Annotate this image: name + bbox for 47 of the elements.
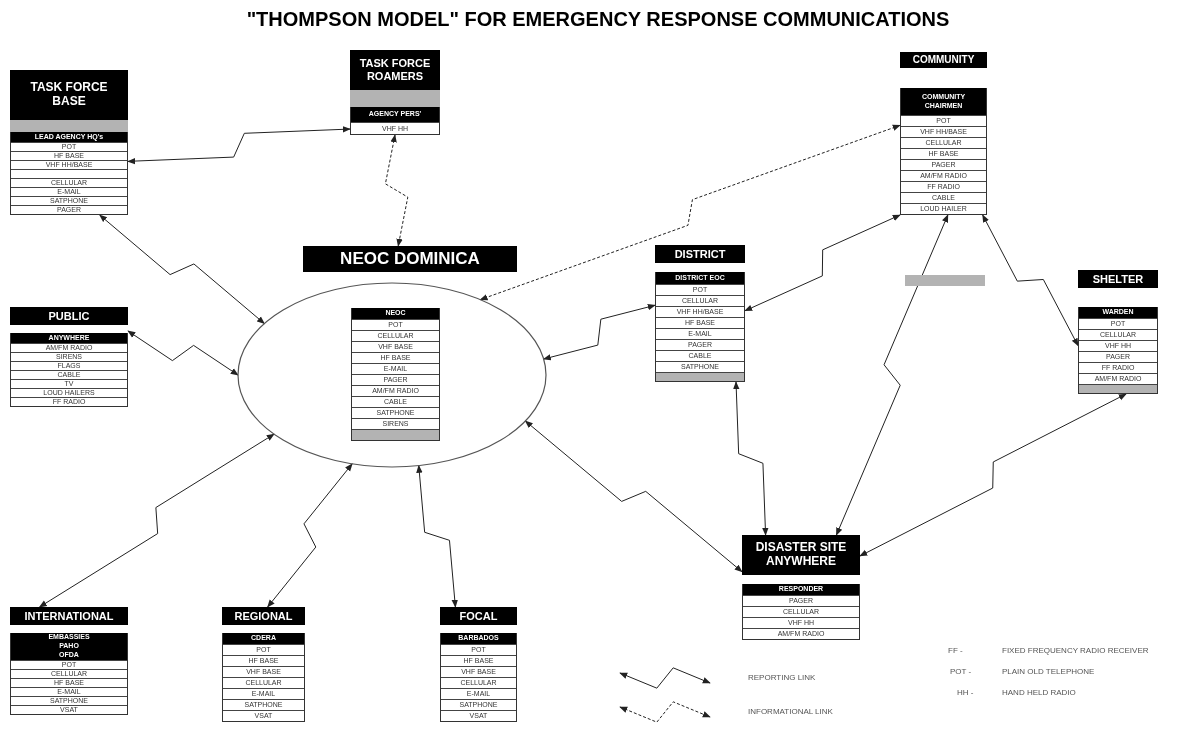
station-title: DISTRICT [655,245,745,263]
abbreviation-meaning: FIXED FREQUENCY RADIO RECEIVER [1002,646,1149,655]
station-title: TASK FORCE ROAMERS [350,50,440,90]
station-title: FOCAL [440,607,517,625]
station-title: COMMUNITY [900,52,987,68]
abbreviation: POT - [950,667,972,676]
link-arrow [733,381,769,536]
abbreviation: FF - [948,646,963,655]
abbreviation-meaning: PLAIN OLD TELEPHONE [1002,667,1095,676]
station-card [350,50,440,135]
link-arrow [859,393,1127,557]
link-arrow [267,463,353,608]
abbreviation-meaning: HAND HELD RADIO [1002,688,1076,697]
link-arrow [524,420,743,573]
legend-label: INFORMATIONAL LINK [748,707,833,716]
link-arrow [127,126,351,165]
link-arrow [835,214,949,536]
station-card [10,307,128,407]
station-title: REGIONAL [222,607,305,625]
link-arrow [127,330,239,376]
link-arrow [38,433,275,608]
link-arrow [982,214,1079,347]
station-card [351,308,440,441]
heading-banner: NEOC DOMINICA [303,246,517,272]
ellipse-group [237,246,547,468]
station-card [10,607,128,715]
station-card [655,245,745,382]
station-card [1078,270,1158,394]
link-arrow [416,464,458,608]
station-title: DISASTER SITE ANYWHERE [742,535,860,575]
station-title: PUBLIC [10,307,128,325]
station-card [742,535,860,640]
station-title: INTERNATIONAL [10,607,128,625]
station-title: TASK FORCE BASE [10,70,128,120]
link-arrow [542,303,656,361]
station-card [900,52,987,215]
station-card [10,70,128,215]
link-arrow [744,214,901,312]
station-card [222,607,305,722]
abbreviation: HH - [957,688,974,697]
link-arrow [99,214,265,325]
station-title: SHELTER [1078,270,1158,288]
diagram-title: "THOMPSON MODEL" FOR EMERGENCY RESPONSE COMMUNICATIONS [245,8,951,31]
legend-label: REPORTING LINK [748,673,816,682]
link-arrow [479,124,901,301]
station-card [440,607,517,722]
link-arrow [384,134,409,247]
